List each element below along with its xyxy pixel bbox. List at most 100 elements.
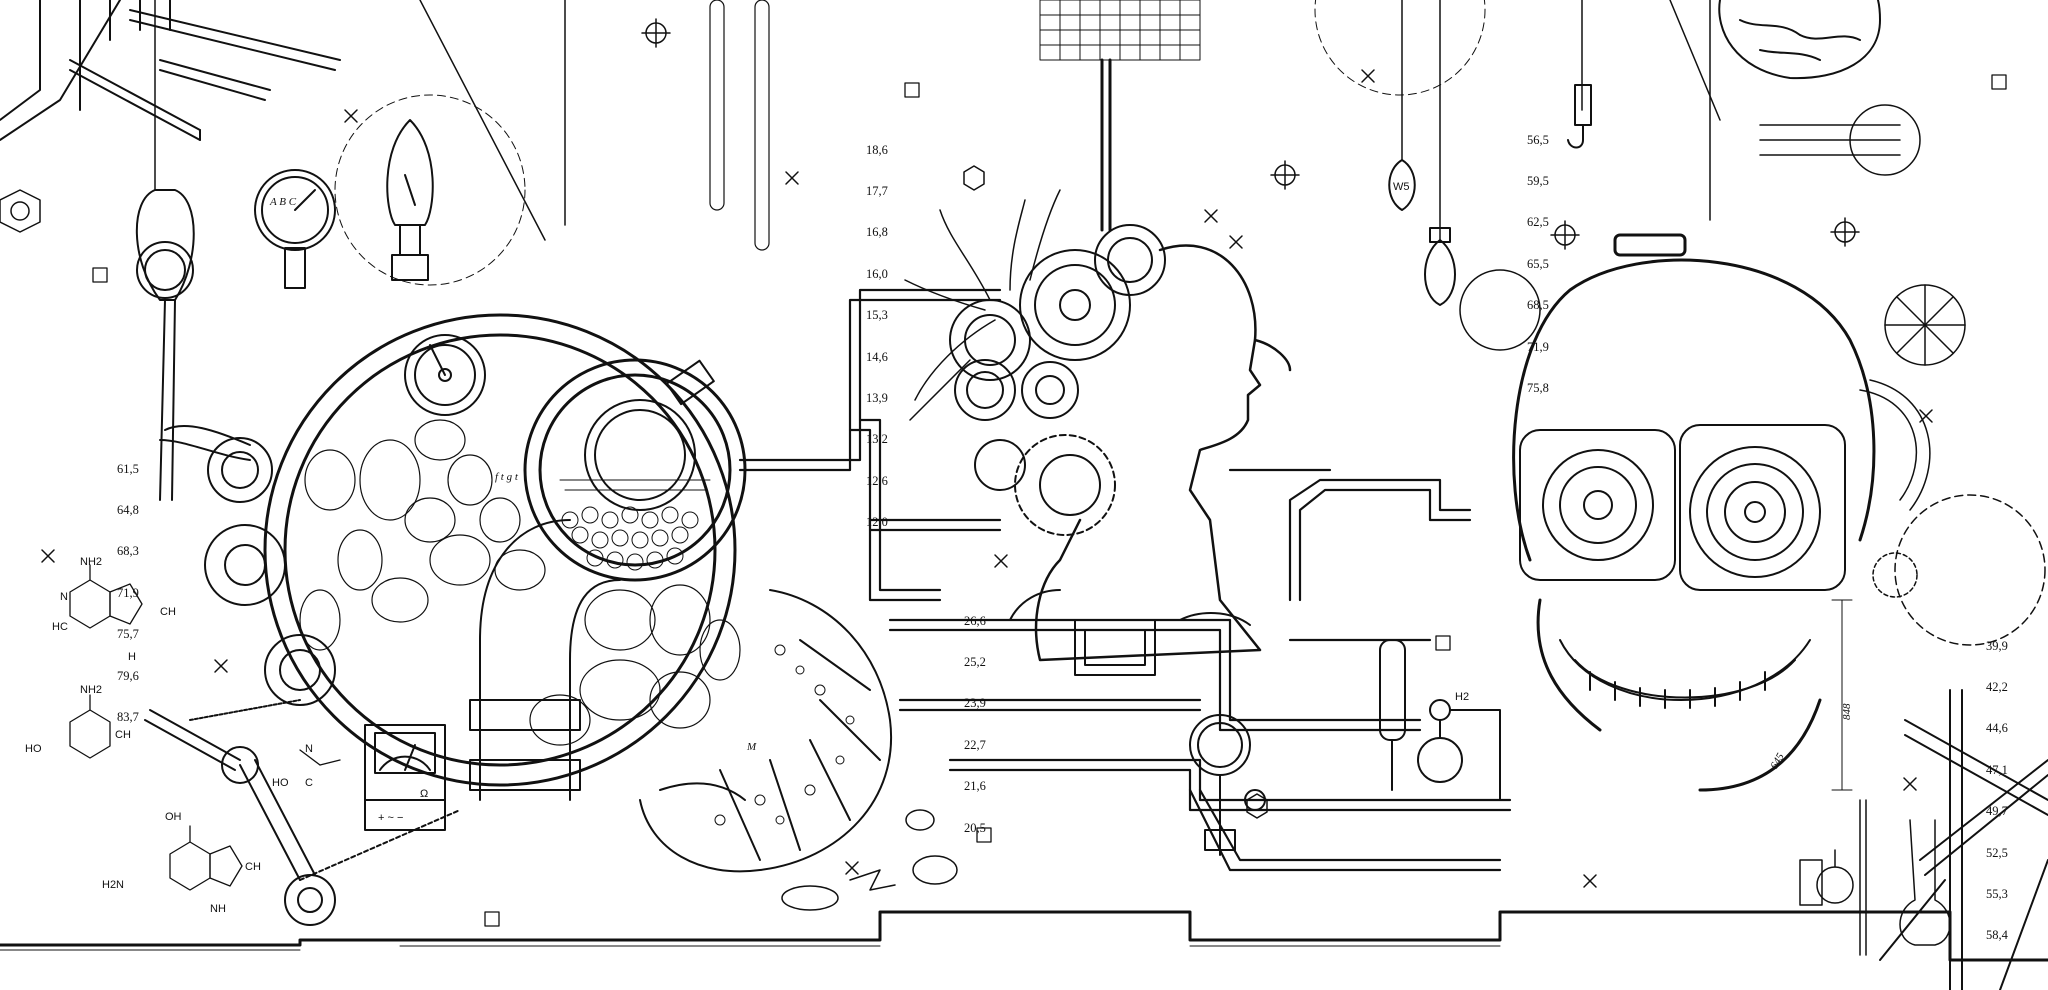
lab-glassware (1379, 639, 1501, 801)
table-value: 20,5 (964, 820, 986, 835)
numbers-table-top-right: 56,5 59,5 62,5 65,5 68,5 71,9 75,8 (1527, 106, 1549, 410)
chem-urea-n: N (305, 743, 313, 755)
chem-cytosine-ho: HO (25, 743, 42, 755)
nerve-roots (904, 189, 1061, 421)
table-value: 75,8 (1527, 380, 1549, 395)
table-value: 18,6 (866, 142, 888, 157)
chain-links-center (709, 0, 770, 251)
table-value: 21,6 (964, 779, 986, 794)
table-value: 25,2 (964, 654, 986, 669)
numbers-table-right: 39,9 42,2 44,6 47,1 49,7 52,5 55,3 58,4 (1986, 612, 2008, 957)
gear-head (1034, 244, 1292, 662)
hanging-chains (154, 0, 1721, 241)
head-base-machine (1009, 434, 1251, 676)
brain-gears (949, 224, 1166, 516)
globe-beads (559, 479, 711, 571)
table-value: 65,5 (1527, 256, 1549, 271)
ohm-label: Ω (420, 788, 428, 800)
table-value: 64,8 (117, 502, 139, 517)
robot-jaw (1559, 639, 1811, 709)
table-value: 52,5 (1986, 845, 2008, 860)
segmented-lobe (639, 589, 893, 873)
table-value: 42,2 (1986, 679, 2008, 694)
robot-eye-left (1519, 429, 1676, 581)
drum-pipe (469, 519, 621, 801)
main-drum (263, 313, 737, 787)
crosshair-marks (641, 18, 1860, 250)
table-value: 71,9 (1527, 339, 1549, 354)
chem-adenine-nh2: NH2 (80, 556, 102, 568)
pipe-valve-center (1189, 714, 1266, 856)
bead-globe (523, 358, 747, 582)
table-value: 75,7 (117, 627, 139, 642)
chem-bonds (69, 564, 341, 891)
table-value: 68,5 (1527, 298, 1549, 313)
table-value: 61,5 (117, 461, 139, 476)
table-value: 56,5 (1527, 132, 1549, 147)
numbers-table-center: 26,6 25,2 23,9 22,7 21,6 20,5 (964, 587, 986, 849)
lobe-dots (714, 644, 855, 826)
meter-signs: + ~ − (378, 812, 403, 824)
cross-marks (41, 69, 1933, 888)
table-value: 12,0 (866, 515, 888, 530)
table-value: 15,3 (866, 308, 888, 323)
pump-handle-left (135, 189, 251, 501)
floor-outline (0, 910, 2048, 962)
table-value: 55,3 (1986, 886, 2008, 901)
robot-head (1512, 233, 1876, 792)
scaffold-top-left (0, 0, 341, 141)
table-value: 13,9 (866, 390, 888, 405)
table-value: 58,4 (1986, 928, 2008, 943)
table-value: 17,7 (866, 183, 888, 198)
table-value: 83,7 (117, 709, 139, 724)
drum-cells (299, 419, 741, 746)
meter-box (364, 724, 446, 831)
table-value: 79,6 (117, 668, 139, 683)
loose-mitochondria (781, 809, 958, 911)
hanging-bulbs (1388, 159, 1456, 306)
dashed-circle-top (1314, 0, 1486, 96)
dashed-circle-left (334, 94, 526, 286)
table-value: 14,6 (866, 349, 888, 364)
side-wheels (204, 437, 336, 706)
cell-letters: f t g t (495, 471, 519, 483)
box-marks (92, 74, 2007, 927)
numbers-table-top-center: 18,6 17,7 16,8 16,0 15,3 14,6 13,9 13,2 … (866, 116, 888, 544)
gauge-letters: A B C (269, 196, 297, 208)
table-value: 71,9 (117, 585, 139, 600)
neuron-radial (1884, 284, 1966, 366)
numbers-table-left: 61,5 64,8 68,3 71,9 75,7 79,6 83,7 (117, 435, 139, 739)
table-value: 62,5 (1527, 215, 1549, 230)
table-value: 26,6 (964, 613, 986, 628)
table-value: 39,9 (1986, 638, 2008, 653)
dimension-848: 848 (1841, 703, 1853, 720)
table-value: 16,0 (866, 266, 888, 281)
chem-adenine-ch: CH (160, 606, 176, 618)
dial-wheel (404, 334, 486, 416)
table-value: 12,6 (866, 473, 888, 488)
chem-adenine-h: H (128, 651, 136, 663)
chem-guanine-h2n: H2N (102, 879, 124, 891)
m-label: M (746, 741, 757, 753)
robot-eye-right (1679, 424, 1846, 591)
table-value: 13,2 (866, 432, 888, 447)
chem-guanine-ch: CH (245, 861, 261, 873)
chem-cytosine-nh2: NH2 (80, 684, 102, 696)
scaffold-bottom-right (1879, 689, 2048, 990)
table-value: 44,6 (1986, 721, 2008, 736)
table-value: 22,7 (964, 737, 986, 752)
table-value: 68,3 (117, 544, 139, 559)
chem-cytosine-ch: CH (115, 729, 131, 741)
bulb-label: W5 (1393, 181, 1410, 193)
chem-adenine-hc: HC (52, 621, 68, 633)
dimension-lines (1831, 599, 1853, 791)
hex-nuts (0, 165, 1268, 819)
chem-guanine-nh: NH (210, 903, 226, 915)
table-value: 16,8 (866, 225, 888, 240)
pressure-gauge (254, 169, 336, 289)
crane-hook (1567, 84, 1592, 149)
lower-arm (144, 699, 461, 926)
grid-panel (1039, 0, 1201, 232)
